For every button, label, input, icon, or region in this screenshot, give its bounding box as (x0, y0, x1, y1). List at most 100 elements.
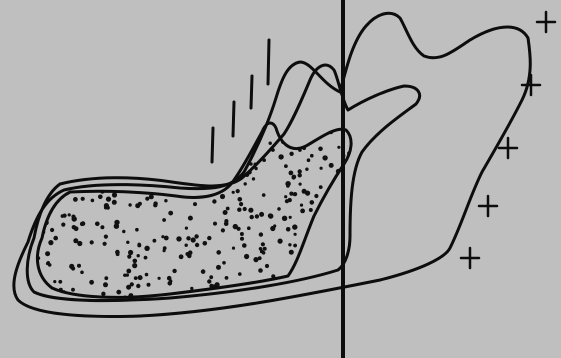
stipple-dot (164, 236, 169, 241)
stipple-dot (137, 254, 140, 257)
stipple-dot (104, 235, 108, 239)
stipple-dot (138, 243, 141, 246)
stipple-dot (77, 241, 82, 246)
stipple-dot (221, 228, 225, 232)
stipple-dot (145, 273, 149, 277)
minus-mark (233, 102, 234, 136)
stipple-dot (238, 197, 243, 202)
stipple-dot (168, 281, 173, 286)
stipple-dot (147, 283, 151, 287)
stipple-dot (239, 202, 243, 206)
stipple-dot (188, 216, 193, 221)
stipple-dot (162, 218, 166, 222)
stipple-dot (298, 169, 302, 173)
stipple-dot (106, 206, 110, 210)
stipple-dot (104, 276, 108, 280)
stipple-dot (300, 204, 303, 207)
stipple-dot (237, 208, 241, 212)
stipple-dot (188, 250, 193, 255)
stipple-dot (259, 212, 264, 217)
stipple-dot (310, 154, 314, 158)
stipple-dot (90, 240, 94, 244)
stipple-dot (299, 183, 302, 186)
stipple-dot (61, 214, 65, 218)
stipple-dot (288, 198, 292, 202)
stipple-dot (255, 214, 259, 218)
stipple-dot (103, 282, 108, 287)
stipple-dot (242, 243, 247, 248)
stipple-dot (191, 237, 196, 242)
stipple-dot (134, 276, 138, 280)
stipple-dot (207, 279, 211, 283)
stipple-dot (58, 280, 62, 284)
stipple-dot (95, 222, 100, 227)
stipple-dot (73, 197, 78, 202)
minus-mark (268, 40, 269, 84)
stipple-dot (223, 210, 228, 215)
stipple-dot (232, 191, 235, 194)
stipple-dot (201, 269, 206, 274)
stipple-dot (164, 199, 167, 202)
stipple-dot (81, 197, 85, 201)
stipple-dot (128, 250, 133, 255)
stipple-dot (268, 214, 273, 219)
stipple-dot (329, 163, 334, 168)
stipple-dot (259, 232, 263, 236)
stipple-dot (250, 215, 254, 219)
stipple-dot (240, 232, 244, 236)
stipple-dot (269, 142, 272, 145)
stipple-dot (115, 250, 120, 255)
stipple-dot (314, 194, 318, 198)
stipple-dot (263, 247, 267, 251)
stipple-dot (149, 194, 154, 199)
stipple-dot (262, 193, 266, 197)
stipple-dot (185, 227, 188, 230)
stipple-dot (224, 219, 228, 223)
stipple-dot (318, 147, 323, 152)
stipple-dot (69, 264, 74, 269)
stipple-dot (71, 215, 75, 219)
stipple-dot (194, 234, 198, 238)
stipple-dot (236, 189, 240, 193)
stipple-dot (253, 257, 258, 262)
stipple-dot (292, 175, 297, 180)
stipple-dot (293, 244, 297, 248)
stipple-dot (277, 207, 281, 211)
stipple-dot (294, 233, 297, 236)
stipple-dot (209, 275, 213, 279)
stipple-dot (298, 173, 302, 177)
stipple-dot (309, 208, 313, 212)
stipple-dot (289, 216, 292, 219)
stipple-dot (176, 236, 181, 241)
stipple-dot (123, 274, 126, 277)
stipple-dot (48, 263, 52, 267)
stipple-dot (244, 182, 247, 185)
stipple-dot (112, 192, 117, 197)
stipple-dot (225, 276, 229, 280)
stipple-dot (213, 222, 217, 226)
stipple-dot (207, 236, 211, 240)
stipple-dot (216, 250, 221, 255)
stipple-dot (61, 223, 65, 227)
stipple-dot (284, 164, 288, 168)
stipple-dot (133, 259, 138, 264)
stipple-dot (261, 242, 265, 246)
stipple-dot (98, 195, 103, 200)
stipple-dot (53, 280, 56, 283)
stipple-dot (153, 239, 157, 243)
stipple-dot (212, 199, 216, 203)
stipple-dot (77, 264, 81, 268)
stipple-dot (286, 184, 290, 188)
stipple-dot (50, 228, 54, 232)
stipple-dot (278, 154, 283, 159)
stipple-dot (240, 237, 244, 241)
stipple-dot (243, 207, 247, 211)
stipple-dot (289, 171, 294, 176)
stipple-dot (288, 243, 291, 246)
stipple-dot (168, 211, 173, 216)
stipple-dot (226, 207, 230, 211)
stipple-dot (144, 256, 148, 260)
stipple-dot (252, 177, 255, 180)
stipple-dot (186, 236, 190, 240)
